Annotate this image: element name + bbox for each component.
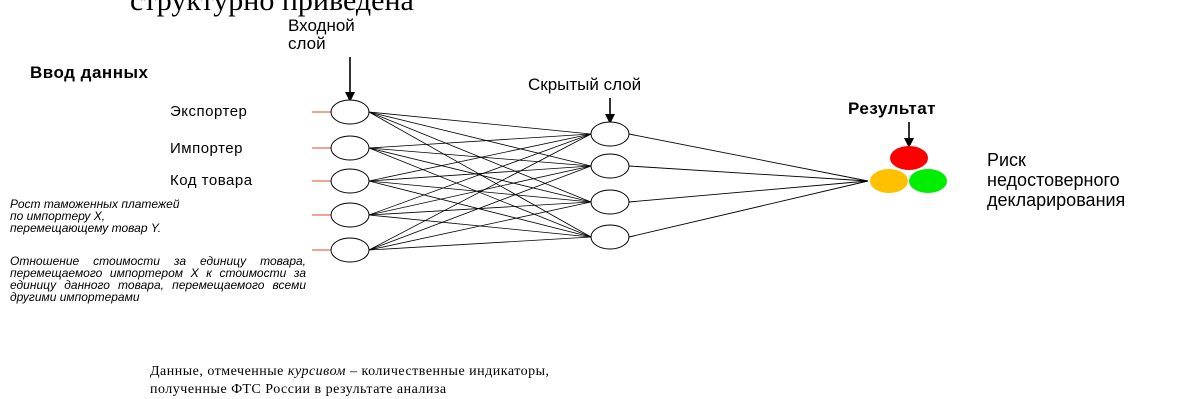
nodes <box>330 99 630 263</box>
red-light <box>890 146 928 170</box>
edge-input-3-hidden-1 <box>368 133 592 182</box>
input-layer-label-line-2: слой <box>288 34 326 53</box>
italic-input-payments-growth: Рост таможенных платежей по импортеру X,… <box>10 197 180 235</box>
input-node-4 <box>330 202 370 228</box>
hidden-node-2 <box>590 153 630 179</box>
edge-input-4-hidden-1 <box>368 133 592 216</box>
edge-input-4-hidden-3 <box>368 201 592 216</box>
footer-note-line-1: Данные, отмеченные курсивом – количестве… <box>150 363 550 381</box>
edge-input-1-hidden-2 <box>368 111 592 167</box>
input-layer-label-line-1: Входной <box>288 16 355 35</box>
edge-hidden-4-output <box>628 180 869 238</box>
footer-line-1-start: Данные, отмеченные <box>150 364 288 379</box>
footer-note-line-2: полученные ФТС России в результате анали… <box>150 382 447 397</box>
data-input-heading: Ввод данных <box>30 63 149 82</box>
top-text-fragment: структурно приведена <box>130 0 414 17</box>
edge-input-3-hidden-4 <box>368 180 592 238</box>
arrows <box>345 57 914 148</box>
footer-line-1-italic: курсивом <box>287 364 346 379</box>
italic-input-cost-ratio: Отношение стоимости за единицу товара, п… <box>10 254 306 304</box>
input-label-product-code: Код товара <box>170 172 253 189</box>
edge-input-2-hidden-3 <box>368 147 592 203</box>
edge-input-2-hidden-1 <box>368 133 592 149</box>
risk-label-line-1: Риск <box>987 150 1026 170</box>
connections <box>368 111 869 251</box>
edge-input-2-hidden-2 <box>368 147 592 167</box>
input-node-1 <box>330 99 370 125</box>
input-label-exporter: Экспортер <box>170 103 248 120</box>
result-lights <box>870 146 947 193</box>
input-ticks <box>312 111 331 251</box>
hidden-node-3 <box>590 189 630 215</box>
input-node-2 <box>330 135 370 161</box>
edge-input-4-hidden-2 <box>368 165 592 216</box>
input-node-5 <box>330 237 370 263</box>
edge-hidden-1-output <box>628 133 869 182</box>
hidden-node-1 <box>590 121 630 147</box>
hidden-node-4 <box>590 224 630 250</box>
footer-line-1-end: – количественные индикаторы, <box>345 364 550 379</box>
edge-input-2-hidden-4 <box>368 147 592 238</box>
yellow-light <box>870 169 908 193</box>
edge-input-1-hidden-1 <box>368 111 592 135</box>
result-heading: Результат <box>848 99 936 118</box>
risk-label-line-2: недостоверного <box>987 170 1120 190</box>
edge-input-3-hidden-2 <box>368 165 592 182</box>
risk-label-line-3: декларирования <box>987 190 1126 210</box>
edge-input-5-hidden-3 <box>368 201 592 251</box>
edge-input-5-hidden-1 <box>368 133 592 251</box>
hidden-layer-label: Скрытый слой <box>528 75 642 94</box>
edge-hidden-3-output <box>628 180 869 203</box>
input-node-3 <box>330 168 370 194</box>
edge-input-5-hidden-2 <box>368 165 592 251</box>
edge-input-5-hidden-4 <box>368 236 592 251</box>
input-label-importer: Импортер <box>170 140 243 157</box>
green-light <box>909 169 947 193</box>
edge-input-3-hidden-3 <box>368 180 592 203</box>
edge-hidden-2-output <box>628 165 869 182</box>
